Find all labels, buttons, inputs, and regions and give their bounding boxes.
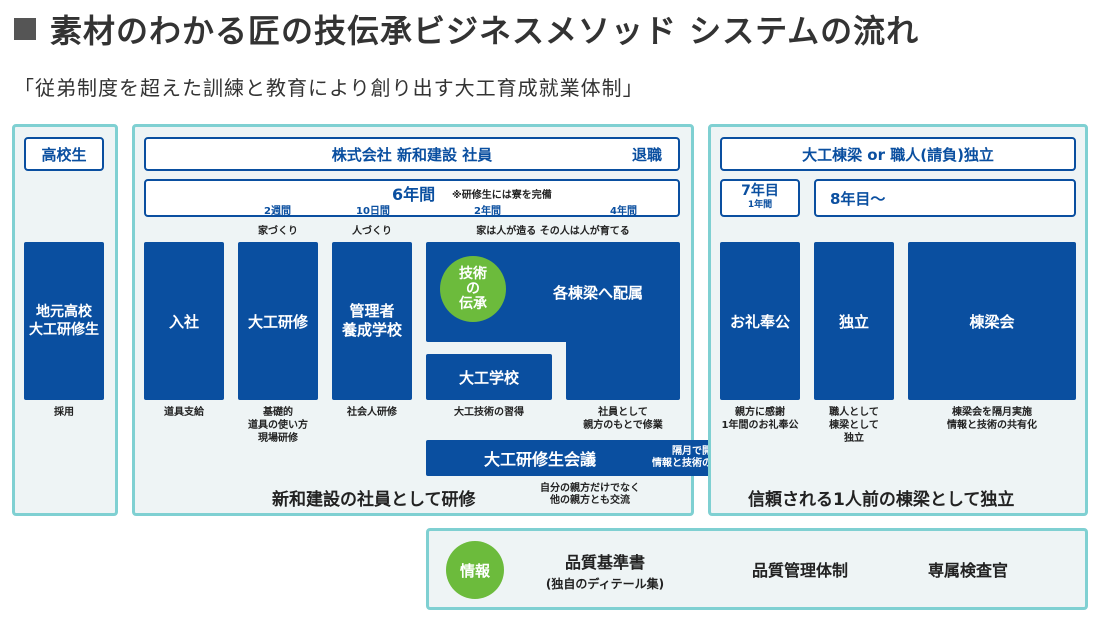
page-title: 素材のわかる匠の技伝承ビジネスメソッド システムの流れ (14, 6, 919, 52)
block-assignment-leg (566, 336, 680, 400)
info-item-inspector: 専属検査官 (928, 561, 1009, 580)
label-people: 人づくり (352, 226, 392, 237)
period-label: 6年間 (392, 185, 436, 204)
caption-join: 道具支給 (164, 407, 204, 418)
independent-footer: 信頼される1人前の棟梁として独立 (748, 490, 1015, 510)
block-gratitude-service: お礼奉公 (720, 242, 800, 400)
square-bullet-icon (14, 18, 36, 40)
caption-assignment: 社員として 親方のもとで修業 (583, 407, 663, 431)
block-join: 入社 (144, 242, 224, 400)
page-subtitle: 「従弟制度を超えた訓練と教育により創り出す大工育成就業体制」 (14, 76, 644, 100)
year7-box: 7年目 1年間 (720, 179, 800, 217)
tech-transfer-circle: 技術 の 伝承 (440, 256, 506, 322)
caption-carpenter-school: 大工技術の習得 (454, 407, 524, 418)
caption-gratitude-service: 親方に感謝 1年間のお礼奉公 (721, 407, 799, 431)
retire-label: 退職 (631, 145, 662, 164)
block-independence: 独立 (814, 242, 894, 400)
duration-2: 10日間 (356, 206, 390, 217)
info-item-quality-system: 品質管理体制 (752, 561, 849, 580)
info-circle: 情報 (446, 541, 504, 599)
block-manager-school: 管理者 養成学校 (332, 242, 412, 400)
council-note: 隔月で開催 情報と技術の共有化 (652, 446, 743, 469)
block-carpenter-school: 大工学校 (426, 354, 552, 400)
block-master-assoc: 棟梁会 (908, 242, 1076, 400)
caption-training: 基礎的 道具の使い方 現場研修 (248, 407, 308, 444)
label-motto: 家は人が造る その人は人が育てる (476, 226, 630, 237)
duration-1: 2週間 (264, 206, 291, 217)
highschool-block: 地元高校 大工研修生 (24, 242, 104, 400)
highschool-header: 高校生 (24, 137, 104, 171)
block-training: 大工研修 (238, 242, 318, 400)
company-header: 株式会社 新和建設 社員 退職 (144, 137, 680, 171)
highschool-caption: 採用 (54, 407, 74, 418)
company-footer: 新和建設の社員として研修 (272, 490, 476, 510)
caption-master-assoc: 棟梁会を隔月実施 情報と技術の共有化 (947, 407, 1037, 431)
period-note: ※研修生には寮を完備 (452, 190, 552, 201)
duration-4: 4年間 (610, 206, 637, 217)
panel-info (426, 528, 1088, 610)
caption-manager-school: 社会人研修 (347, 407, 397, 418)
label-house: 家づくり (258, 226, 298, 237)
independent-header: 大工棟梁 or 職人(請負)独立 (720, 137, 1076, 171)
period-bar (144, 179, 680, 217)
company-name: 株式会社 新和建設 社員 (331, 145, 493, 164)
company-footer-note: 自分の親方だけでなく 他の親方とも交流 (540, 483, 640, 506)
year8-box: 8年目〜 (814, 179, 1076, 217)
duration-3: 2年間 (474, 206, 501, 217)
caption-independence: 職人として 棟梁として 独立 (829, 407, 879, 444)
council-label: 大工研修生会議 (484, 450, 597, 469)
info-item-quality-standard: 品質基準書 (独自のディテール集) (545, 553, 665, 591)
